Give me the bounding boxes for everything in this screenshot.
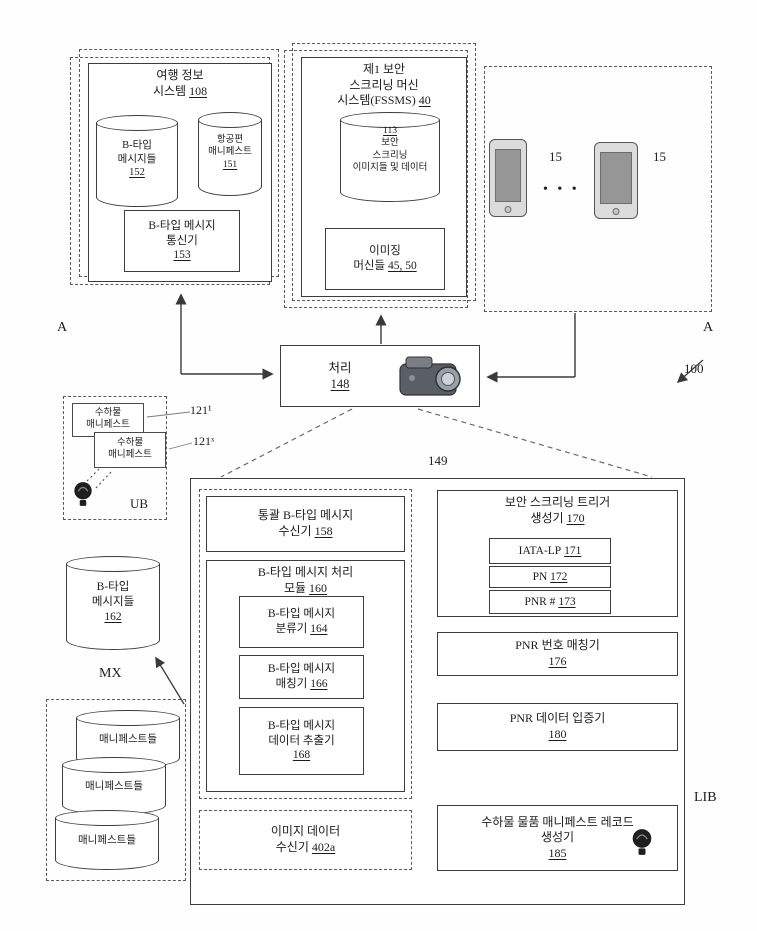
db-113-label: 113 보안 스크리닝 이미지들 및 데이터 — [352, 126, 428, 174]
classifier-164-box: B-타입 메시지 분류기 164 — [239, 596, 364, 648]
tis-title-line1: 여행 정보 — [156, 68, 204, 82]
pnr-validator-180-box: PNR 데이터 입증기 180 — [437, 703, 678, 751]
ref-100: 100 — [684, 361, 704, 376]
trigger-generator-ref: 170 — [566, 510, 585, 525]
fssms-stack-dashed-front — [292, 43, 476, 301]
cylinder-body — [55, 818, 159, 870]
db-security-screening-113: 113 보안 스크리닝 이미지들 및 데이터 — [340, 112, 440, 202]
dashed-fan-right — [417, 408, 653, 478]
cylinder-top — [76, 710, 180, 726]
db-btype-messages-152: B-타입 메시지들 152 — [96, 115, 178, 207]
db-151-label: 항공편 매니페스트 151 — [208, 135, 252, 170]
cylinder-body — [66, 564, 160, 650]
extractor-ref: 168 — [292, 749, 311, 762]
ub-dashed-box — [63, 396, 167, 520]
leader-121-x — [168, 442, 193, 450]
receiver-ref: 158 — [314, 524, 333, 538]
baggage-manifest-doc-1: 수하물 매니페스트 — [72, 403, 144, 437]
label-ub: UB — [130, 496, 149, 511]
dashed-fan-left — [220, 408, 353, 478]
cylinder-body — [96, 123, 178, 207]
extractor-168-box: B-타입 메시지 데이터 추출기 168 — [239, 707, 364, 775]
db-btype-messages-162: B-타입 메시지들 162 — [66, 556, 160, 650]
pn-ref: 172 — [550, 570, 568, 583]
pnr-matcher-ref: 176 — [548, 654, 567, 668]
ref-121-1: 121¹ — [190, 403, 212, 417]
label-mx: MX — [99, 666, 122, 681]
imaging-machines-box: 이미징 머신들 45, 50 — [325, 228, 445, 290]
cylinder-top — [96, 115, 178, 131]
ref-149: 149 — [428, 453, 448, 468]
fssms-title-line2: 스크리닝 머신 — [349, 77, 419, 92]
ref-15-left: 15 — [549, 149, 562, 164]
camera-device-icon — [398, 353, 470, 406]
btype-communicator-153-box: B-타입 메시지 통신기 153 — [124, 210, 240, 272]
section-label-a-right: A — [703, 320, 714, 335]
processor-label: 처리 148 — [328, 360, 352, 391]
classifier-ref: 164 — [310, 623, 328, 635]
cylinder-body — [198, 120, 262, 196]
cylinder-top — [340, 112, 440, 128]
fssms-ref: 40 — [418, 93, 431, 108]
phone-home-button — [504, 206, 512, 213]
phone-screen — [600, 152, 632, 204]
fssms-title-line3: 시스템(FSSMS) 40 — [337, 93, 431, 108]
lightbulb-icon-185 — [628, 826, 656, 863]
phone-screen — [495, 149, 521, 202]
arrow-manifests-to-db162 — [155, 656, 185, 705]
phone-home-button — [612, 208, 620, 215]
receiver-158-box: 통괄 B-타입 메시지 수신기 158 — [206, 496, 405, 552]
pnr-173-box: PNR # 173 — [489, 590, 611, 614]
record-generator-ref: 185 — [548, 845, 567, 860]
baggage-manifest-doc-2: 수하물 매니페스트 — [94, 432, 166, 468]
mobile-device-icon-right — [594, 142, 638, 219]
pnr-validator-ref: 180 — [548, 727, 567, 741]
cylinder-top — [55, 810, 159, 826]
mobile-device-icon-left — [489, 139, 527, 217]
pn-172-box: PN 172 — [489, 566, 611, 588]
label-lib: LIB — [694, 790, 717, 805]
matcher-ref: 166 — [310, 678, 328, 690]
image-receiver-402a-box: 이미지 데이터 수신기 402a — [199, 810, 412, 870]
manifest-cylinder-2: 매니페스트들 — [62, 757, 166, 815]
cylinder-body — [62, 765, 166, 815]
cylinder-top — [62, 757, 166, 773]
db-flight-manifest-151: 항공편 매니페스트 151 — [198, 112, 262, 196]
devices-dashed-box — [484, 66, 712, 312]
manifest-cylinder-3: 매니페스트들 — [55, 810, 159, 870]
iata-lp-171-box: IATA-LP 171 — [489, 538, 611, 564]
pnr-ref: 173 — [558, 595, 576, 608]
iata-ref: 171 — [564, 544, 582, 557]
cylinder-top — [198, 112, 262, 128]
cylinder-body — [340, 120, 440, 202]
fssms-stack-dashed-back — [284, 50, 468, 308]
btype-group-dashed — [199, 489, 412, 799]
tis-title-line2: 시스템 108 — [153, 84, 207, 100]
ref-15-right: 15 — [653, 149, 666, 164]
tis-title-word: 시스템 — [152, 83, 187, 98]
module-ref: 160 — [309, 580, 328, 595]
db-152-label: B-타입 메시지들 152 — [117, 140, 157, 179]
imaging-ref: 45, 50 — [387, 260, 417, 272]
fssms-title-line1: 제1 보안 — [362, 62, 406, 76]
section-label-a-left: A — [57, 320, 68, 335]
image-receiver-ref: 402a — [311, 840, 336, 854]
ref-121-x: 121ˣ — [193, 434, 215, 448]
manifests-dashed-box — [46, 699, 186, 881]
tis-ref: 108 — [189, 83, 208, 98]
db-162-label: B-타입 메시지들 162 — [91, 581, 135, 623]
pnr-matcher-176-box: PNR 번호 매칭기 176 — [437, 632, 678, 676]
lightbulb-icon-ub — [70, 479, 96, 514]
matcher-166-box: B-타입 메시지 매칭기 166 — [239, 655, 364, 699]
devices-ellipsis: • • • — [543, 182, 580, 197]
cylinder-top — [66, 556, 160, 572]
